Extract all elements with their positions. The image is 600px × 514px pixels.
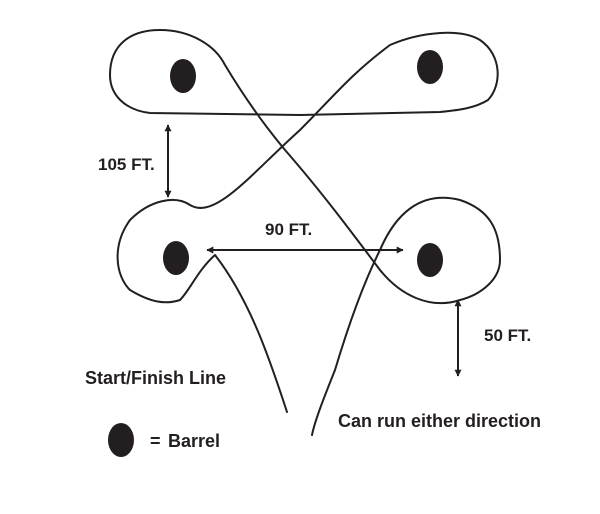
label-105ft: 105 FT.	[98, 155, 155, 174]
legend-equals: =	[150, 431, 161, 451]
label-50ft: 50 FT.	[484, 326, 531, 345]
direction-note: Can run either direction	[338, 411, 541, 431]
barrel-top-left	[170, 59, 196, 93]
run-path-left	[109, 29, 501, 436]
label-90ft: 90 FT.	[265, 220, 312, 239]
legend-barrel-label: Barrel	[168, 431, 220, 451]
start-finish-label: Start/Finish Line	[85, 368, 226, 388]
legend-barrel-icon	[108, 423, 134, 457]
barrel-bottom-right	[417, 243, 443, 277]
barrel-top-right	[417, 50, 443, 84]
barrel-bottom-left	[163, 241, 189, 275]
